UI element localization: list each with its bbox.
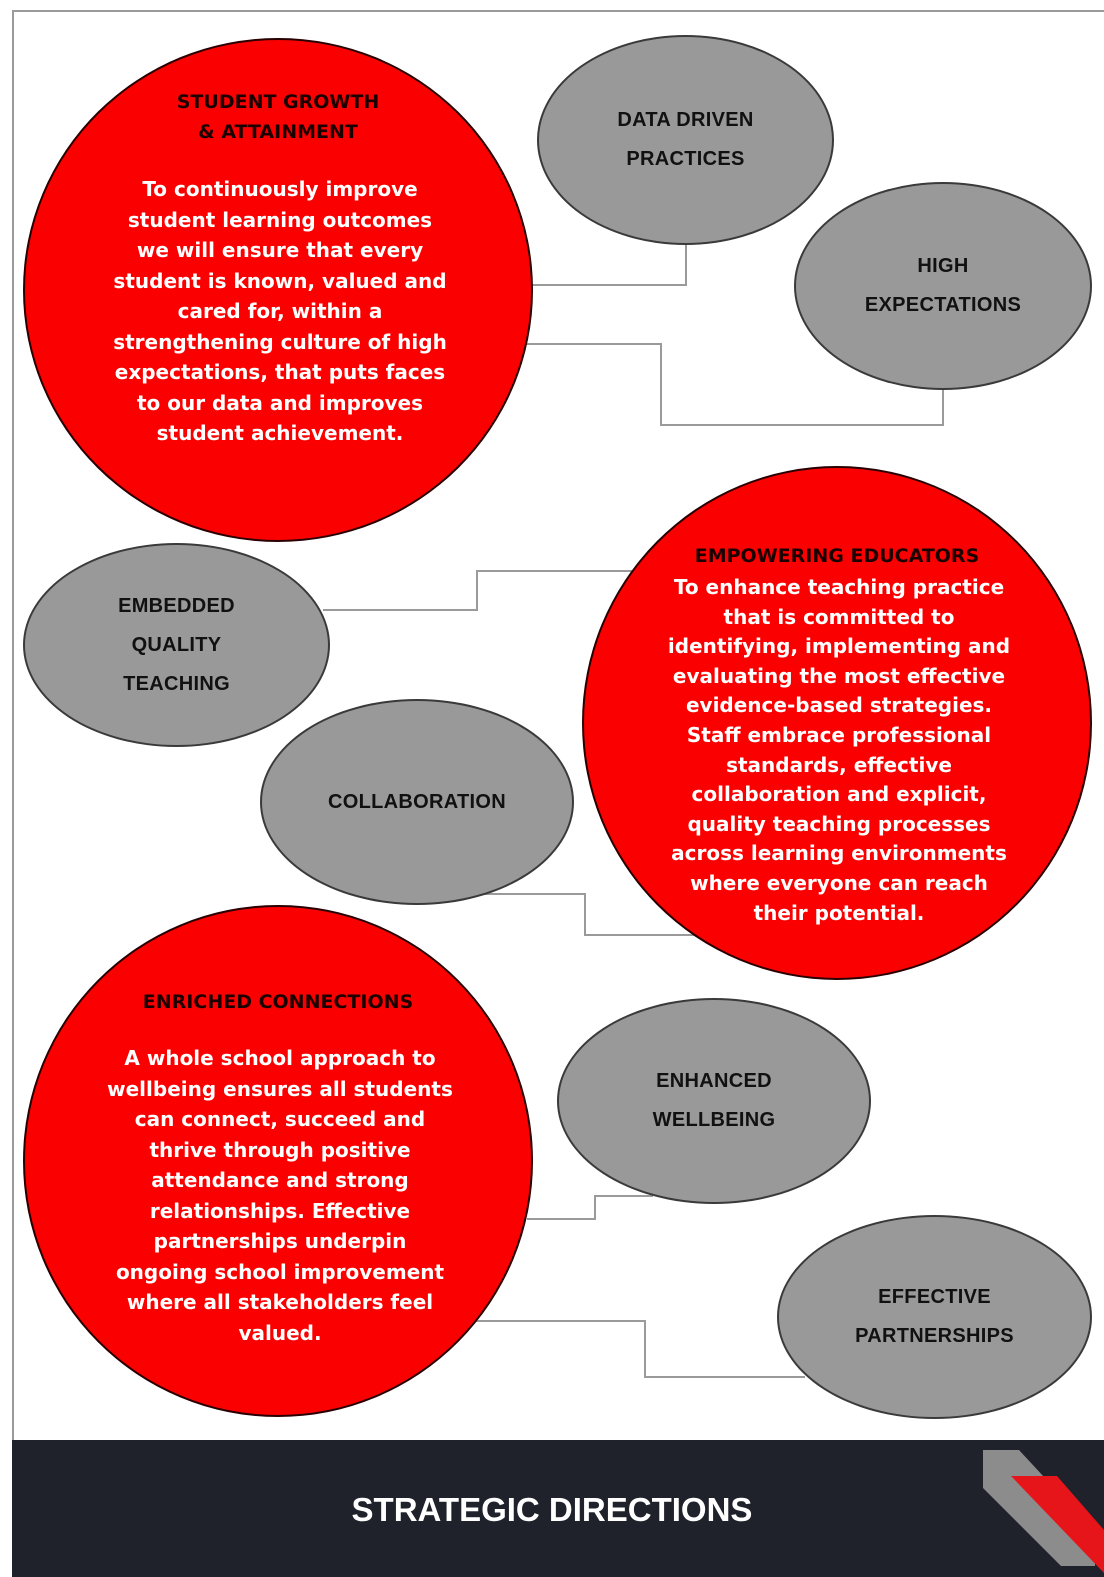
footer-banner [12, 1440, 1104, 1577]
pillar-enhanced-wellbeing-label: ENHANCED WELLBEING [652, 1070, 776, 1131]
pillar-high-expectations: HIGH EXPECTATIONS [794, 182, 1092, 390]
focus-enriched-connections-title: ENRICHED CONNECTIONS [142, 991, 414, 1013]
focus-student-growth: STUDENT GROWTH & ATTAINMENT To continuou… [23, 38, 533, 542]
connector-high-expectations [526, 343, 944, 426]
focus-enriched-connections: ENRICHED CONNECTIONS A whole school appr… [23, 905, 533, 1417]
connector-data-driven [530, 242, 687, 286]
pillar-embedded-quality-teaching: EMBEDDED QUALITY TEACHING [23, 543, 330, 747]
footer-title: STRATEGIC DIRECTIONS [351, 1491, 753, 1528]
pillar-collaboration: COLLABORATION [260, 699, 574, 905]
focus-student-growth-title: STUDENT GROWTH & ATTAINMENT [176, 91, 380, 143]
focus-empowering-educators-title: EMPOWERING EDUCATORS [694, 545, 980, 567]
pillar-data-driven-practices: DATA DRIVEN PRACTICES [537, 35, 834, 245]
connector-enhanced-wellbeing [527, 1195, 653, 1220]
pillar-high-expectations-label: HIGH EXPECTATIONS [864, 255, 1022, 316]
pillar-data-driven-practices-label: DATA DRIVEN PRACTICES [617, 109, 754, 170]
connector-effective-partnerships [450, 1320, 805, 1378]
pillar-collaboration-label: COLLABORATION [328, 790, 506, 813]
page-frame [12, 10, 1104, 1450]
focus-empowering-educators-body: To enhance teaching practice that is com… [667, 575, 1011, 925]
connector-embedded-quality-teaching [323, 570, 635, 611]
school-logo-icon [983, 1450, 1104, 1573]
pillar-effective-partnerships-label: EFFECTIVE PARTNERSHIPS [855, 1286, 1014, 1347]
pillar-effective-partnerships: EFFECTIVE PARTNERSHIPS [777, 1215, 1092, 1419]
pillar-embedded-quality-teaching-label: EMBEDDED QUALITY TEACHING [118, 594, 235, 695]
pillar-enhanced-wellbeing: ENHANCED WELLBEING [557, 998, 871, 1204]
connector-collaboration [485, 893, 700, 936]
focus-empowering-educators: EMPOWERING EDUCATORS To enhance teaching… [582, 466, 1092, 980]
focus-enriched-connections-body: A whole school approach to wellbeing ens… [107, 1046, 453, 1345]
focus-student-growth-body: To continuously improve student learning… [113, 177, 447, 445]
